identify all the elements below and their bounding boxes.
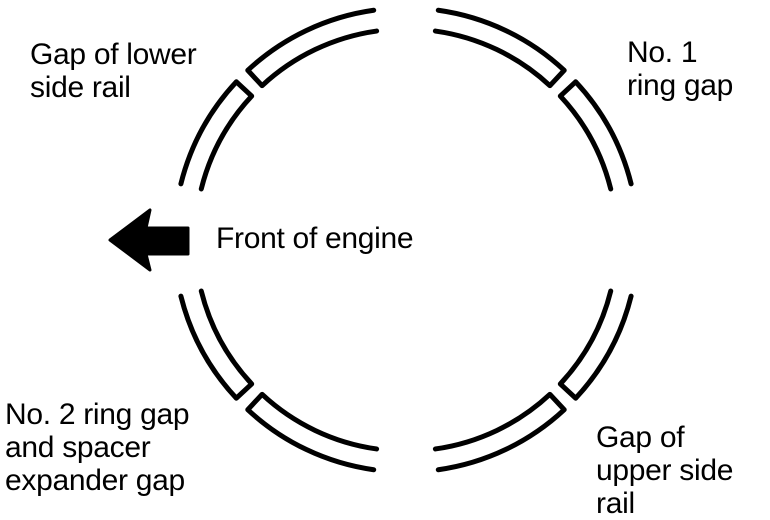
label-no2-ring-and-expander-gap: No. 2 ring gap and spacer expander gap <box>5 398 190 497</box>
label-no1-ring-gap: No. 1 ring gap <box>627 36 734 102</box>
ring-segment <box>245 7 380 89</box>
ring-segment <box>178 288 255 401</box>
ring-segment <box>178 79 255 192</box>
label-upper-side-rail-gap: Gap of upper side rail <box>596 421 734 520</box>
ring-segment <box>432 391 567 473</box>
ring-segment <box>245 391 380 473</box>
label-lower-side-rail-gap: Gap of lower side rail <box>30 38 197 104</box>
ring-outline <box>178 7 634 473</box>
ring-segment <box>557 288 634 401</box>
ring-segment <box>432 7 567 89</box>
front-arrow-icon <box>108 208 190 272</box>
ring-segment <box>557 79 634 192</box>
label-front-of-engine: Front of engine <box>216 222 414 255</box>
